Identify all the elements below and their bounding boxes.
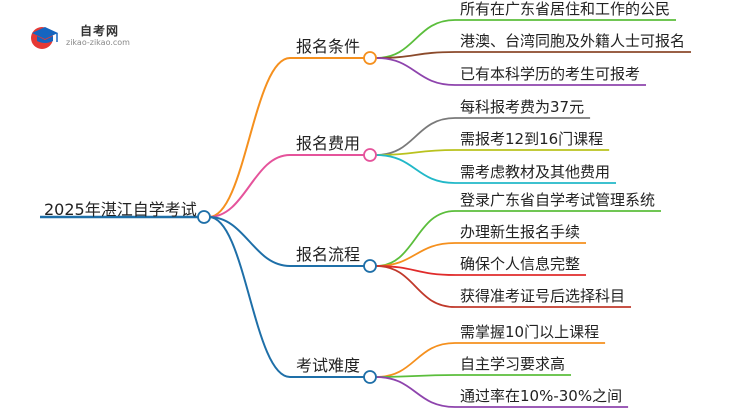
branch-toggle[interactable] xyxy=(363,370,377,384)
leaf-label: 需报考12到16门课程 xyxy=(460,130,603,148)
leaf-link xyxy=(375,149,456,156)
root-toggle[interactable] xyxy=(197,210,211,224)
leaf-label: 自主学习要求高 xyxy=(460,355,565,373)
leaf-label: 需掌握10门以上课程 xyxy=(460,323,599,341)
leaf-label: 确保个人信息完整 xyxy=(460,255,580,273)
leaf-link xyxy=(375,154,456,184)
leaf-link xyxy=(375,117,456,156)
leaf-link xyxy=(375,265,456,308)
logo-url: zikao-zikao.com xyxy=(66,38,130,47)
branch-link xyxy=(208,216,291,378)
leaf-label: 已有本科学历的考生可报考 xyxy=(460,65,640,83)
leaf-label: 办理新生报名手续 xyxy=(460,223,580,241)
leaf-link xyxy=(375,242,456,267)
branch-link xyxy=(208,57,291,218)
leaf-label: 需考虑教材及其他费用 xyxy=(460,163,610,181)
graduation-cap-icon xyxy=(31,27,58,49)
branch-label: 报名费用 xyxy=(296,134,360,153)
branch-label: 报名条件 xyxy=(296,37,360,56)
branch-toggle[interactable] xyxy=(363,148,377,162)
leaf-label: 通过率在10%-30%之间 xyxy=(460,387,622,405)
branch-link xyxy=(208,216,291,267)
branch-toggle[interactable] xyxy=(363,259,377,273)
leaf-link xyxy=(375,210,456,267)
root-label: 2025年湛江自学考试 xyxy=(44,200,197,219)
leaf-label: 港澳、台湾同胞及外籍人士可报名 xyxy=(460,32,685,50)
branch-label: 考试难度 xyxy=(296,356,360,375)
leaf-link xyxy=(375,57,456,86)
leaf-label: 获得准考证号后选择科目 xyxy=(460,287,625,305)
leaf-label: 所有在广东省居住和工作的公民 xyxy=(460,0,670,18)
branch-label: 报名流程 xyxy=(296,245,360,264)
leaf-link xyxy=(375,342,456,378)
leaf-link xyxy=(375,51,456,59)
leaf-link xyxy=(375,376,456,408)
leaf-label: 每科报考费为37元 xyxy=(460,98,584,116)
site-logo: 自考网 zikao-zikao.com xyxy=(28,18,158,54)
leaf-link xyxy=(375,19,456,59)
branch-link xyxy=(208,154,291,218)
logo-name: 自考网 xyxy=(80,24,120,38)
branch-toggle[interactable] xyxy=(363,51,377,65)
leaf-label: 登录广东省自学考试管理系统 xyxy=(460,191,655,209)
